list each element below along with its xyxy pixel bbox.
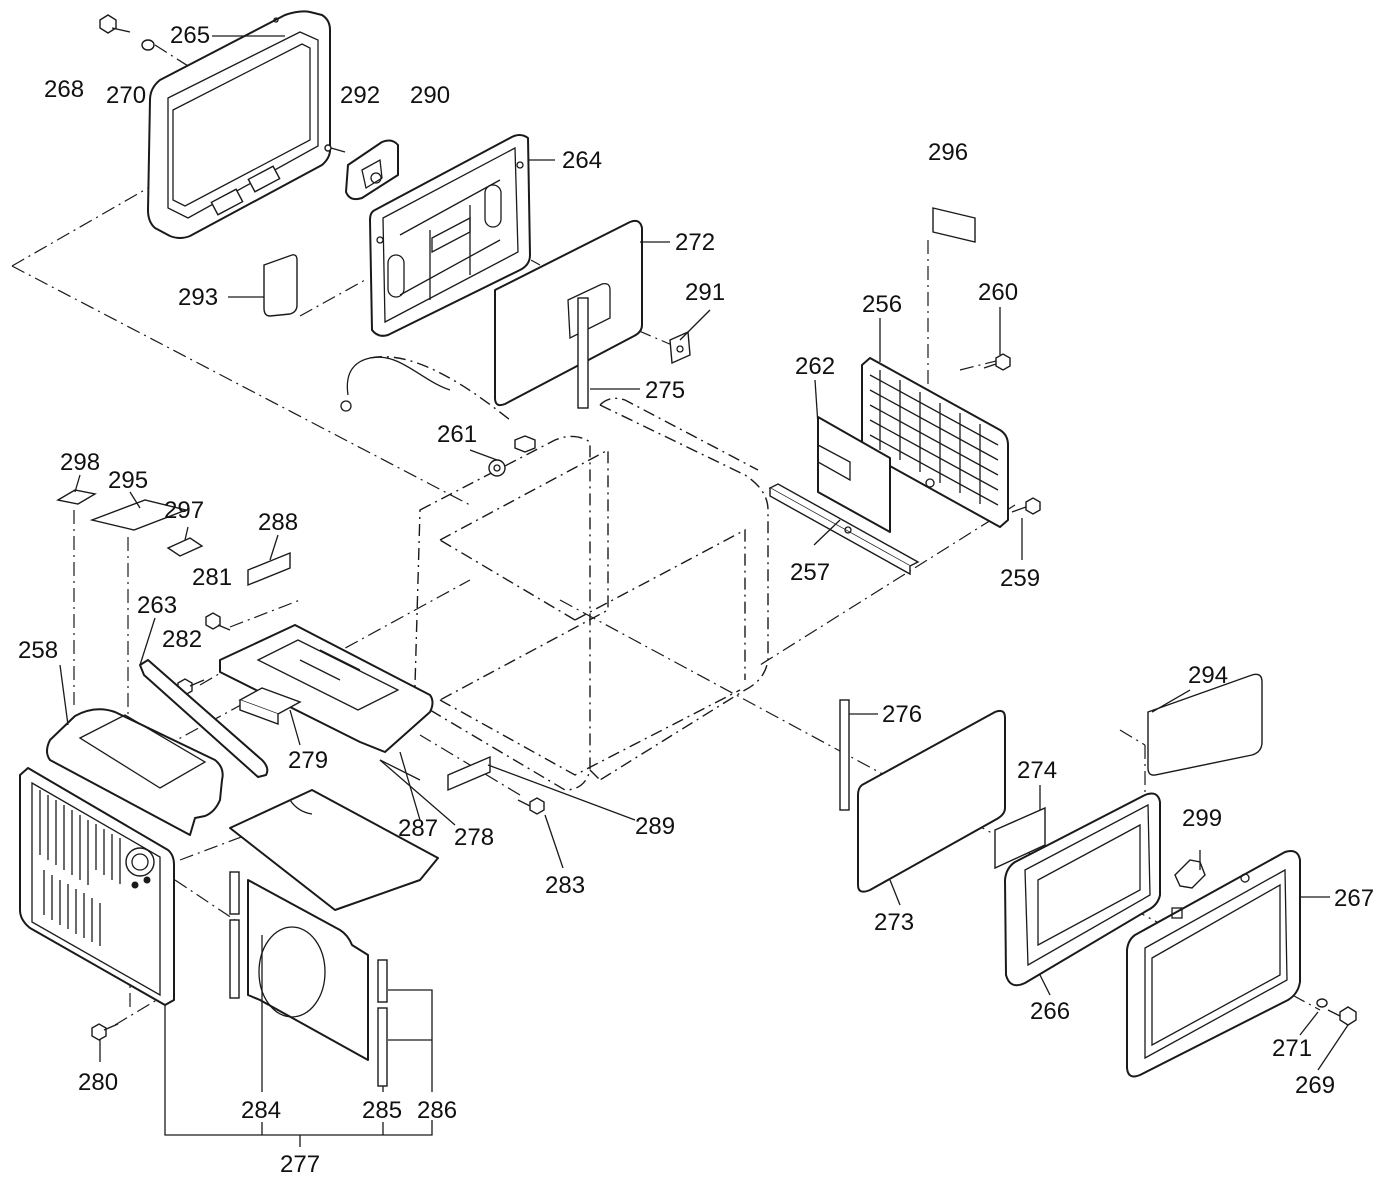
callout-282: 282 [162, 626, 202, 653]
callout-257: 257 [790, 559, 830, 586]
part-278-strip [379, 759, 421, 781]
callout-275: 275 [645, 377, 685, 404]
part-281-screw [205, 612, 231, 631]
callout-281: 281 [192, 564, 232, 591]
callout-269: 269 [1295, 1072, 1335, 1099]
callout-297: 297 [164, 497, 204, 524]
callout-278: 278 [454, 824, 494, 851]
part-290-bracket [345, 139, 399, 201]
callout-299: 299 [1182, 805, 1222, 832]
part-257-rail [768, 483, 920, 576]
part-286-strips [377, 959, 388, 1087]
part-262-plate [817, 416, 891, 533]
part-280-screw [91, 1023, 119, 1041]
callout-284: 284 [241, 1097, 281, 1124]
callout-276: 276 [882, 701, 922, 728]
leader-lines [59, 35, 1349, 1147]
part-287-tray [219, 624, 434, 753]
callout-262: 262 [795, 353, 835, 380]
callout-277: 277 [280, 1151, 320, 1178]
part-294-label [1147, 673, 1263, 776]
part-287-sheet [229, 789, 439, 911]
part-295-label [89, 499, 189, 531]
callout-268: 268 [44, 76, 84, 103]
part-291-clip [669, 330, 691, 365]
part-292-screw [324, 144, 346, 153]
callout-270: 270 [106, 82, 146, 109]
part-274-block [994, 806, 1046, 870]
part-264-back-panel [369, 134, 531, 337]
part-269-screw [1327, 1006, 1357, 1026]
part-260-screw [983, 353, 1011, 371]
callout-295: 295 [108, 467, 148, 494]
callout-266: 266 [1030, 998, 1070, 1025]
part-296-label [932, 207, 976, 243]
part-258-top-cover [46, 708, 224, 836]
callout-287: 287 [398, 815, 438, 842]
part-288-bracket [247, 551, 291, 587]
callout-292: 292 [340, 82, 380, 109]
callout-286: 286 [417, 1097, 457, 1124]
callout-294: 294 [1188, 662, 1228, 689]
callout-280: 280 [78, 1069, 118, 1096]
part-298-label [56, 489, 97, 505]
callout-293: 293 [178, 284, 218, 311]
callout-288: 288 [258, 509, 298, 536]
callout-279: 279 [288, 747, 328, 774]
part-279-block [238, 687, 302, 726]
callout-272: 272 [675, 229, 715, 256]
callout-273: 273 [874, 909, 914, 936]
part-275-foam-strip [577, 297, 589, 409]
callout-260: 260 [978, 279, 1018, 306]
part-261-grommet [488, 435, 536, 477]
callout-264: 264 [562, 147, 602, 174]
part-268-screw [99, 14, 131, 34]
part-272-insulation-panel [494, 219, 643, 407]
front-panel-louvered [19, 767, 175, 1006]
callout-289: 289 [635, 813, 675, 840]
part-266-cover [1004, 792, 1161, 987]
callout-261: 261 [437, 421, 477, 448]
part-259-screw [1011, 497, 1041, 515]
callout-296: 296 [928, 139, 968, 166]
part-299-clip [1174, 859, 1206, 889]
callout-274: 274 [1017, 757, 1057, 784]
part-297-label [166, 537, 204, 557]
part-293-label [263, 254, 298, 317]
part-283-screw [517, 797, 545, 815]
callout-256: 256 [862, 291, 902, 318]
callout-265: 265 [170, 22, 210, 49]
callout-291: 291 [685, 279, 725, 306]
callout-259: 259 [1000, 565, 1040, 592]
part-273-panel [857, 709, 1006, 893]
callout-263: 263 [137, 592, 177, 619]
callout-271: 271 [1272, 1035, 1312, 1062]
ground-wire [340, 356, 511, 421]
callout-298: 298 [60, 449, 100, 476]
part-289-bracket [447, 755, 491, 792]
callout-267: 267 [1334, 885, 1374, 912]
callout-258: 258 [18, 637, 58, 664]
callout-numbers: 265 268 270 292 290 264 272 293 291 275 … [18, 22, 1374, 1178]
main-frame-outline [414, 397, 769, 791]
part-263-handle [139, 659, 269, 778]
part-285-strips [229, 871, 240, 999]
part-265-panel-frame [147, 10, 331, 239]
callout-285: 285 [362, 1097, 402, 1124]
part-270-washer [141, 39, 155, 51]
callout-290: 290 [410, 82, 450, 109]
part-284-panel-fan-hole [247, 879, 369, 1061]
part-267-panel-frame [1126, 850, 1301, 1078]
part-276-strip [839, 699, 850, 811]
callout-283: 283 [545, 872, 585, 899]
part-271-washer [1316, 998, 1328, 1008]
